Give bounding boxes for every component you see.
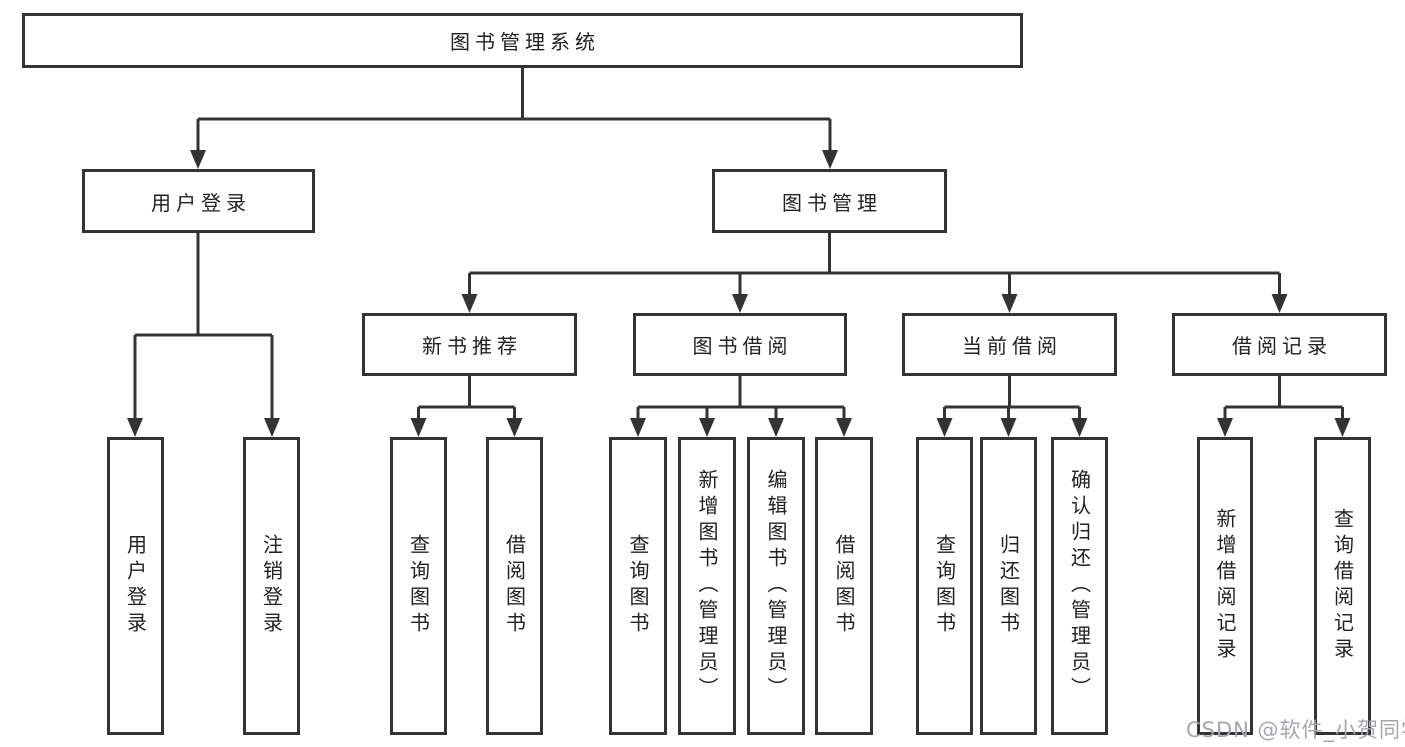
leaf-records-query-record: 查询借阅记录 bbox=[1314, 437, 1371, 735]
arrowhead bbox=[506, 418, 523, 437]
arrowhead bbox=[732, 294, 748, 313]
leaf-label: 新增图书（管理员） bbox=[695, 469, 719, 703]
leaf-label: 查询借阅记录 bbox=[1330, 508, 1355, 664]
arrowhead bbox=[190, 150, 206, 169]
leaf-newbook-query-books: 查询图书 bbox=[390, 437, 447, 735]
leaf-label: 编辑图书（管理员） bbox=[764, 469, 788, 703]
arrowhead bbox=[127, 418, 143, 437]
arrowhead bbox=[822, 150, 838, 169]
leaf-label: 归还图书 bbox=[996, 534, 1021, 638]
leaf-user-login: 用户登录 bbox=[107, 437, 164, 735]
node-book-borrow: 图书借阅 bbox=[633, 313, 847, 376]
leaf-current-query-books: 查询图书 bbox=[916, 437, 973, 735]
arrowhead bbox=[1000, 418, 1017, 437]
edge-bookmgmt-to-level3 bbox=[468, 233, 1281, 296]
arrowhead bbox=[1001, 294, 1018, 313]
leaf-label: 查询图书 bbox=[932, 534, 957, 638]
leaf-label: 查询图书 bbox=[406, 534, 431, 638]
leaf-newbook-borrow-books: 借阅图书 bbox=[486, 437, 543, 735]
leaf-label: 查询图书 bbox=[626, 534, 650, 638]
arrowhead bbox=[768, 418, 784, 437]
node-current-borrow: 当前借阅 bbox=[902, 313, 1117, 376]
node-root: 图书管理系统 bbox=[22, 13, 1023, 68]
edge-currentborrow-to-leaves bbox=[943, 376, 1081, 420]
node-new-book-recommend: 新书推荐 bbox=[362, 313, 577, 376]
leaf-borrow-query-books: 查询图书 bbox=[609, 437, 667, 735]
node-book-management: 图书管理 bbox=[712, 169, 947, 233]
arrowhead bbox=[1334, 418, 1351, 437]
arrowhead bbox=[410, 418, 427, 437]
leaf-logout: 注销登录 bbox=[243, 437, 300, 735]
arrowheads bbox=[127, 150, 1351, 437]
leaf-current-return-books: 归还图书 bbox=[980, 437, 1037, 735]
leaf-borrow-borrow-books: 借阅图书 bbox=[815, 437, 873, 735]
leaf-current-confirm-return-admin: 确认归还（管理员） bbox=[1051, 437, 1108, 735]
leaf-records-add-record: 新增借阅记录 bbox=[1197, 437, 1253, 735]
arrowhead bbox=[1071, 418, 1088, 437]
arrowhead bbox=[461, 294, 478, 313]
arrowhead bbox=[630, 418, 646, 437]
leaf-label: 新增借阅记录 bbox=[1213, 508, 1237, 664]
arrowhead bbox=[836, 418, 852, 437]
edge-newbook-to-leaves bbox=[417, 376, 516, 420]
edge-borrowrecord-to-leaves bbox=[1223, 376, 1344, 420]
edge-root-to-level2 bbox=[196, 68, 832, 152]
leaf-label: 确认归还（管理员） bbox=[1067, 469, 1092, 703]
arrowhead bbox=[1271, 294, 1288, 313]
arrowhead bbox=[936, 418, 953, 437]
leaf-label: 借阅图书 bbox=[832, 534, 856, 638]
leaf-borrow-add-books-admin: 新增图书（管理员） bbox=[678, 437, 736, 735]
node-borrow-records: 借阅记录 bbox=[1172, 313, 1387, 376]
leaf-label: 借阅图书 bbox=[502, 534, 527, 638]
leaf-label: 注销登录 bbox=[259, 534, 284, 638]
leaf-borrow-edit-books-admin: 编辑图书（管理员） bbox=[747, 437, 805, 735]
csdn-watermark: CSDN @软件_小贺同学 bbox=[1186, 718, 1405, 742]
edge-userlogin-to-leaves bbox=[133, 233, 274, 420]
arrowhead bbox=[264, 418, 280, 437]
arrowhead bbox=[1217, 418, 1233, 437]
arrowhead bbox=[699, 418, 715, 437]
node-user-login: 用户登录 bbox=[82, 169, 315, 233]
leaf-label: 用户登录 bbox=[123, 534, 148, 638]
edge-bookborrow-to-leaves bbox=[636, 376, 846, 420]
